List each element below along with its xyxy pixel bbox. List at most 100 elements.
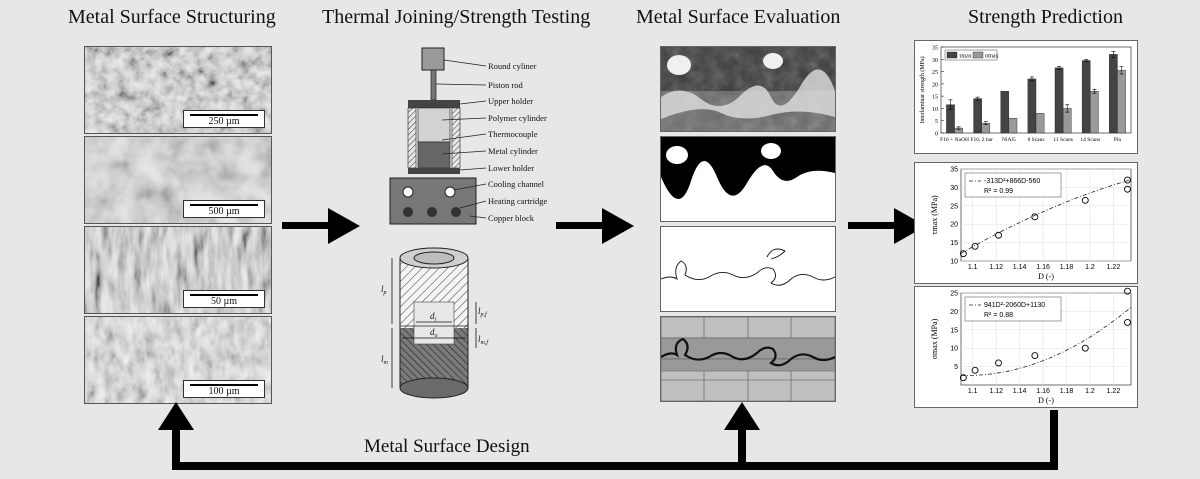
legend-swatch (946, 51, 958, 59)
x-tick-label: 1.1 (968, 388, 978, 395)
x-tick-label: NiAl5 (1002, 137, 1016, 143)
y-tick-label: 35 (950, 167, 958, 174)
x-tick-label: 8 Scans (1028, 137, 1045, 143)
x-tick-label: 1.18 (1060, 264, 1074, 271)
label-lpf: lp,f (478, 306, 488, 318)
label-lm: lm (381, 354, 389, 366)
label-thermocouple: Thermocouple (488, 129, 538, 139)
bar (1008, 118, 1018, 134)
y-axis-label: Interlaminar strength (MPa) (919, 56, 926, 123)
x-tick-label: 14 Scans (1080, 137, 1100, 143)
eval-micrograph (660, 46, 836, 132)
y-tick-label: 15 (950, 327, 958, 334)
legend-box (964, 296, 1062, 322)
x-tick-label: 1.12 (989, 264, 1003, 271)
data-point (1124, 287, 1131, 295)
arrow-right-icon (556, 208, 634, 244)
legend-r2: R² = 0.88 (984, 312, 1013, 319)
label-metal-cylinder: Metal cylinder (488, 146, 538, 156)
label-cooling-channel: Cooling channel (488, 179, 545, 189)
label-round-cylinder: Round cyliner (488, 61, 537, 71)
y-axis-label: σmax (MPa) (930, 318, 939, 359)
x-tick-label: 1.18 (1060, 388, 1074, 395)
bar (1054, 67, 1064, 134)
legend-label: σmax (985, 54, 999, 60)
y-tick-label: 5 (935, 119, 938, 125)
label-polymer-cylinder: Polymer cylinder (488, 113, 547, 123)
data-point (971, 242, 979, 250)
y-tick-label: 15 (932, 95, 938, 101)
bar (1000, 91, 1010, 134)
x-tick-label: F16 + NaOH (940, 137, 969, 143)
legend-box (964, 172, 1062, 198)
y-tick-label: 10 (950, 259, 958, 266)
bar (1027, 78, 1037, 134)
y-tick-label: 0 (935, 132, 938, 138)
bar (1117, 70, 1126, 134)
x-tick-label: 1.14 (1013, 388, 1027, 395)
data-point (995, 231, 1002, 239)
label-heating-cartridge: Heating cartridge (488, 196, 547, 206)
data-point (1031, 213, 1039, 221)
data-point (1124, 185, 1131, 193)
x-tick-label: 1.14 (1013, 264, 1027, 271)
eval-contour (660, 226, 836, 312)
data-point (995, 359, 1002, 367)
header-prediction: Strength Prediction (968, 6, 1123, 28)
scale-bar: 50 µm (183, 290, 265, 308)
eval-binary-mask (660, 136, 836, 222)
scale-bar: 250 µm (183, 110, 265, 128)
data-point (959, 374, 967, 382)
sem-image-1: 250 µm (84, 46, 272, 134)
y-tick-label: 25 (950, 203, 958, 210)
y-tick-label: 30 (932, 58, 938, 64)
eval-box-count-grid (660, 316, 836, 402)
legend-box (944, 49, 998, 61)
label-lp: lp (381, 284, 387, 296)
bar (1035, 113, 1045, 134)
x-axis-label: D (-) (1038, 396, 1054, 405)
bar (973, 98, 982, 134)
feedback-loop-lines (158, 402, 1058, 470)
data-point (959, 250, 967, 258)
scale-bar: 100 µm (183, 380, 265, 398)
data-point (1081, 196, 1089, 204)
y-tick-label: 10 (950, 346, 958, 353)
header-joining: Thermal Joining/Strength Testing (322, 6, 591, 28)
x-tick-label: Pin (1114, 137, 1122, 143)
bar (1081, 60, 1091, 134)
test-apparatus-diagram: Round cyliner Piston rod Upper holder Po… (389, 47, 547, 225)
y-tick-label: 5 (954, 364, 958, 371)
y-axis-label: τmax (MPa) (930, 195, 939, 235)
data-point (971, 366, 979, 374)
y-tick-label: 20 (932, 82, 938, 88)
label-upper-holder: Upper holder (488, 96, 533, 106)
label-piston-rod: Piston rod (488, 80, 523, 90)
label-lower-holder: Lower holder (488, 163, 534, 173)
x-tick-label: 1.2 (1085, 388, 1095, 395)
data-point (1124, 318, 1131, 326)
data-point (1124, 176, 1131, 184)
x-tick-label: 1.22 (1107, 388, 1121, 395)
y-tick-label: 30 (950, 185, 958, 192)
specimen-diagram: lp lp,f di do lm,f lm (381, 247, 489, 399)
x-tick-label: 1.16 (1036, 388, 1050, 395)
legend-swatch (972, 51, 984, 59)
y-tick-label: 20 (950, 309, 958, 316)
scale-bar: 500 µm (183, 200, 265, 218)
y-tick-label: 25 (950, 291, 958, 298)
sem-image-2: 500 µm (84, 136, 272, 224)
y-tick-label: 10 (932, 107, 938, 113)
legend-fit: -313D²+866D-560 (984, 178, 1040, 185)
y-tick-label: 35 (932, 46, 938, 52)
x-tick-label: 1.2 (1085, 264, 1095, 271)
label-di: di (430, 311, 437, 323)
label-do: do (430, 327, 438, 339)
data-point (1031, 352, 1039, 360)
x-tick-label: 1.16 (1036, 264, 1050, 271)
